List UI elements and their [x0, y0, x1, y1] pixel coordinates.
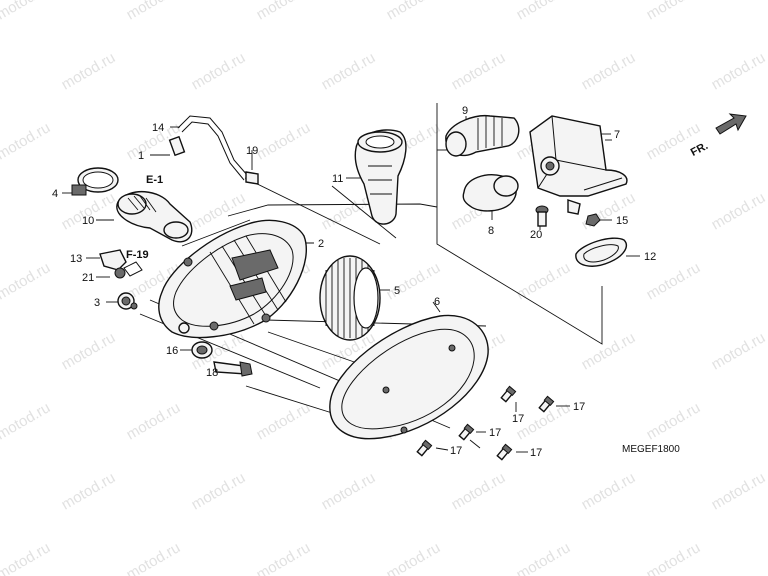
callout-15: 15	[616, 215, 628, 227]
front-label: FR.	[689, 140, 710, 159]
watermark-text: motod.ru	[254, 119, 314, 163]
callout-12: 12	[644, 251, 656, 263]
screw-parts	[416, 385, 555, 461]
watermark-text: motod.ru	[254, 399, 314, 443]
watermark-text: motod.ru	[0, 259, 53, 303]
watermark-text: motod.ru	[124, 399, 184, 443]
watermark-text: motod.ru	[189, 49, 249, 93]
callout-18: 18	[206, 367, 218, 379]
watermark-text: motod.ru	[0, 0, 53, 23]
intake-duct-part	[445, 115, 520, 157]
small-bracket-parts	[99, 249, 143, 279]
watermark-text: motod.ru	[709, 469, 768, 513]
callout-14: 14	[152, 122, 164, 134]
collar-and-bolt-parts	[191, 341, 253, 377]
watermark-text: motod.ru	[579, 329, 639, 373]
watermark-text: motod.ru	[514, 259, 574, 303]
callout-9: 9	[462, 105, 468, 117]
callout-17-a: 17	[512, 413, 524, 425]
watermark-text: motod.ru	[449, 469, 509, 513]
watermark-text: motod.ru	[384, 539, 444, 576]
watermark-text: motod.ru	[514, 539, 574, 576]
tube-clip-part	[245, 171, 259, 185]
breather-tube-part	[168, 115, 249, 181]
ref-f19: F-19	[126, 249, 149, 261]
callout-4: 4	[52, 188, 58, 200]
callout-3: 3	[94, 297, 100, 309]
seal-ring-part	[575, 237, 628, 267]
watermark-text: motod.ru	[124, 0, 184, 23]
watermark-text: motod.ru	[124, 539, 184, 576]
callout-labels: 14 1 E-1 4 10 F-19 13 21 3 16 18 19 2 5 …	[52, 105, 680, 459]
watermark-text: motod.ru	[319, 49, 379, 93]
callout-2: 2	[318, 238, 324, 250]
figure-code: MEGEF1800	[622, 444, 680, 455]
hose-clamp-part	[71, 167, 119, 196]
watermark-text: motod.ru	[644, 259, 704, 303]
air-cleaner-cover-part	[329, 314, 489, 440]
callout-1: 1	[138, 150, 144, 162]
callout-20: 20	[530, 229, 542, 241]
watermark-text: motod.ru	[319, 469, 379, 513]
connecting-tube-part	[116, 190, 193, 243]
funnel-duct-part	[354, 129, 407, 225]
watermark-text: motod.ru	[189, 469, 249, 513]
callout-17-d: 17	[450, 445, 462, 457]
watermark-text: motod.ru	[59, 49, 119, 93]
joint-duct-part	[462, 174, 519, 212]
watermark-text: motod.ru	[709, 49, 768, 93]
watermark-text: motod.ru	[254, 0, 314, 23]
callout-17-b: 17	[573, 401, 585, 413]
callout-13: 13	[70, 253, 82, 265]
callout-17-c: 17	[489, 427, 501, 439]
air-cleaner-case-part	[158, 219, 307, 339]
intake-housing-part	[529, 115, 628, 197]
watermark-text: motod.ru	[579, 49, 639, 93]
watermark-text: motod.ru	[644, 399, 704, 443]
watermark-text: motod.ru	[59, 329, 119, 373]
callout-17-e: 17	[530, 447, 542, 459]
air-element-part	[319, 255, 381, 341]
callout-6: 6	[434, 296, 440, 308]
ref-e1: E-1	[146, 174, 163, 186]
watermark-text: motod.ru	[384, 0, 444, 23]
callout-11: 11	[332, 173, 343, 185]
watermark-text: motod.ru	[709, 189, 768, 233]
watermark-text: motod.ru	[0, 539, 53, 576]
watermark-text: motod.ru	[0, 119, 53, 163]
watermark-text: motod.ru	[59, 469, 119, 513]
callout-21: 21	[82, 272, 94, 284]
callout-16: 16	[166, 345, 178, 357]
watermark-text: motod.ru	[0, 399, 53, 443]
watermark-text: motod.ru	[514, 0, 574, 23]
grommet-part	[117, 292, 138, 310]
watermark-text: motod.ru	[254, 539, 314, 576]
callout-19: 19	[246, 145, 258, 157]
watermark-text: motod.ru	[449, 49, 509, 93]
watermark-text: motod.ru	[579, 469, 639, 513]
callout-5: 5	[394, 285, 400, 297]
watermark-text: motod.ru	[709, 329, 768, 373]
watermark-text: motod.ru	[644, 539, 704, 576]
callout-7: 7	[614, 129, 620, 141]
bolt-and-nut-parts	[535, 199, 601, 227]
callout-8: 8	[488, 225, 494, 237]
watermark-text: motod.ru	[644, 0, 704, 23]
callout-10: 10	[82, 215, 94, 227]
